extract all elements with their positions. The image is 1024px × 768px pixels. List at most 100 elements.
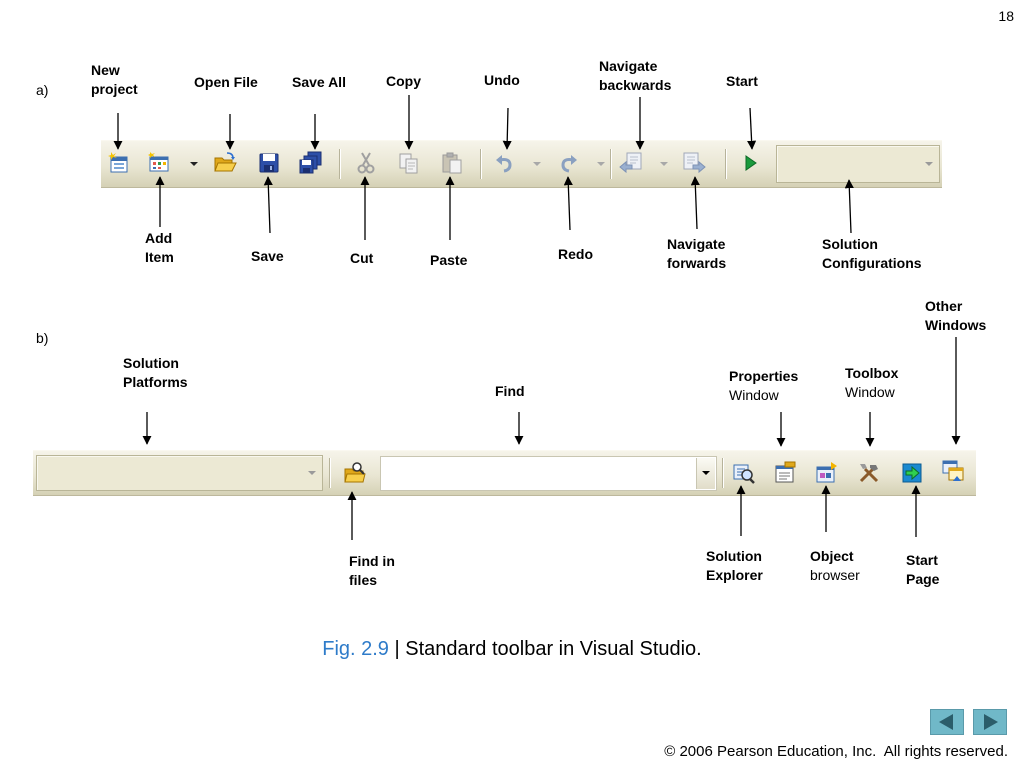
label-find: Find — [495, 383, 525, 399]
find-in-files-button[interactable] — [343, 461, 367, 490]
toolbar-separator — [339, 149, 340, 179]
label-other-windows: Other Windows — [925, 298, 987, 333]
next-slide-icon — [984, 714, 998, 730]
label-toolbox-sub: Window — [845, 384, 895, 400]
label-navigate-forwards: Navigate forwards — [667, 236, 727, 271]
figure-number: Fig. 2.9 — [322, 638, 389, 660]
label-redo: Redo — [558, 246, 593, 262]
save-icon — [259, 153, 279, 173]
toolbox-icon — [859, 464, 879, 483]
standard-toolbar-a — [101, 140, 942, 188]
find-dropdown-button[interactable] — [696, 458, 715, 489]
prev-slide-icon — [939, 714, 953, 730]
label-open-file: Open File — [194, 74, 258, 90]
open-file-icon — [214, 152, 237, 172]
object-browser-icon — [816, 462, 837, 483]
new-project-button[interactable] — [107, 151, 131, 180]
toolbar-separator — [329, 458, 330, 488]
label-navigate-backwards: Navigate backwards — [599, 58, 672, 93]
label-object-browser: Object browser — [810, 547, 860, 585]
open-file-button[interactable] — [213, 151, 237, 180]
redo-button[interactable] — [556, 151, 580, 180]
paste-icon — [442, 152, 462, 174]
properties-icon — [775, 461, 796, 483]
next-slide-button[interactable] — [973, 709, 1007, 735]
chevron-down-icon — [308, 471, 316, 475]
label-new-project: New project — [91, 62, 138, 97]
prev-slide-button[interactable] — [930, 709, 964, 735]
label-start: Start — [726, 73, 758, 89]
label-toolbox-title: Toolbox — [845, 365, 899, 381]
label-add-item: Add Item — [145, 230, 174, 265]
object-browser-button[interactable] — [815, 461, 839, 490]
paste-button[interactable] — [440, 151, 464, 180]
label-find-in-files: Find in files — [349, 553, 395, 588]
label-properties-sub: Window — [729, 387, 779, 403]
label-properties: Properties Window — [729, 367, 798, 405]
label-solution-explorer: Solution Explorer — [706, 548, 763, 583]
label-toolbox: Toolbox Window — [845, 364, 898, 402]
label-cut: Cut — [350, 250, 374, 266]
label-save-all: Save All — [292, 74, 346, 90]
solution-explorer-button[interactable] — [732, 461, 756, 490]
navigate-backward-icon — [619, 152, 642, 174]
arrow-redo — [563, 176, 573, 231]
other-windows-icon — [942, 460, 964, 481]
save-button[interactable] — [257, 151, 281, 180]
label-start-page: Start Page — [906, 552, 940, 587]
label-save: Save — [251, 248, 284, 264]
solution-platforms-combo[interactable] — [36, 455, 323, 491]
part-a-label: a) — [36, 82, 49, 98]
undo-button[interactable] — [493, 151, 517, 180]
toolbar-separator — [725, 149, 726, 179]
cut-button[interactable] — [354, 151, 378, 180]
start-page-icon — [902, 463, 922, 483]
add-item-dropdown-arrow[interactable] — [190, 162, 198, 166]
toolbar-separator — [480, 149, 481, 179]
redo-icon — [561, 155, 577, 173]
solution-explorer-icon — [733, 464, 755, 484]
label-paste: Paste — [430, 252, 468, 268]
add-item-button[interactable] — [147, 151, 171, 180]
properties-window-button[interactable] — [773, 461, 797, 490]
arrow-save — [263, 176, 273, 234]
label-undo: Undo — [484, 72, 520, 88]
undo-dropdown-arrow[interactable] — [533, 162, 541, 166]
figure-caption-text: | Standard toolbar in Visual Studio. — [388, 638, 702, 660]
figure-caption: Fig. 2.9 | Standard toolbar in Visual St… — [0, 638, 1024, 661]
new-project-icon — [108, 152, 128, 173]
chevron-down-icon — [925, 162, 933, 166]
copyright-notice: © 2006 Pearson Education, Inc. All right… — [664, 743, 1008, 760]
navigate-backward-dropdown-arrow[interactable] — [660, 162, 668, 166]
label-object-sub: browser — [810, 567, 860, 583]
arrow-start — [747, 107, 757, 150]
start-page-button[interactable] — [900, 461, 924, 490]
toolbox-window-button[interactable] — [857, 461, 881, 490]
add-item-icon — [148, 152, 169, 172]
save-all-button[interactable] — [299, 151, 323, 180]
arrow-solution-configurations — [844, 179, 854, 234]
start-button[interactable] — [739, 151, 763, 180]
redo-dropdown-arrow[interactable] — [597, 162, 605, 166]
toolbar-separator — [722, 458, 723, 488]
label-properties-title: Properties — [729, 368, 799, 384]
find-input[interactable] — [380, 456, 717, 491]
label-copy: Copy — [386, 73, 421, 89]
label-solution-platforms: Solution Platforms — [123, 355, 188, 390]
solution-configurations-combo[interactable] — [776, 145, 940, 183]
standard-toolbar-b — [33, 450, 976, 496]
navigate-forward-button[interactable] — [682, 151, 706, 180]
navigate-backward-button[interactable] — [619, 151, 643, 180]
arrow-navigate-forwards — [690, 176, 700, 230]
copy-button[interactable] — [397, 151, 421, 180]
find-in-files-icon — [344, 462, 366, 483]
start-icon — [745, 155, 757, 171]
label-solution-configurations: Solution Configurations — [822, 236, 922, 271]
other-windows-button[interactable] — [941, 459, 965, 488]
copy-icon — [399, 153, 418, 174]
undo-icon — [496, 155, 512, 173]
arrow-undo — [502, 107, 512, 150]
cut-icon — [357, 152, 375, 174]
label-object-title: Object — [810, 548, 854, 564]
